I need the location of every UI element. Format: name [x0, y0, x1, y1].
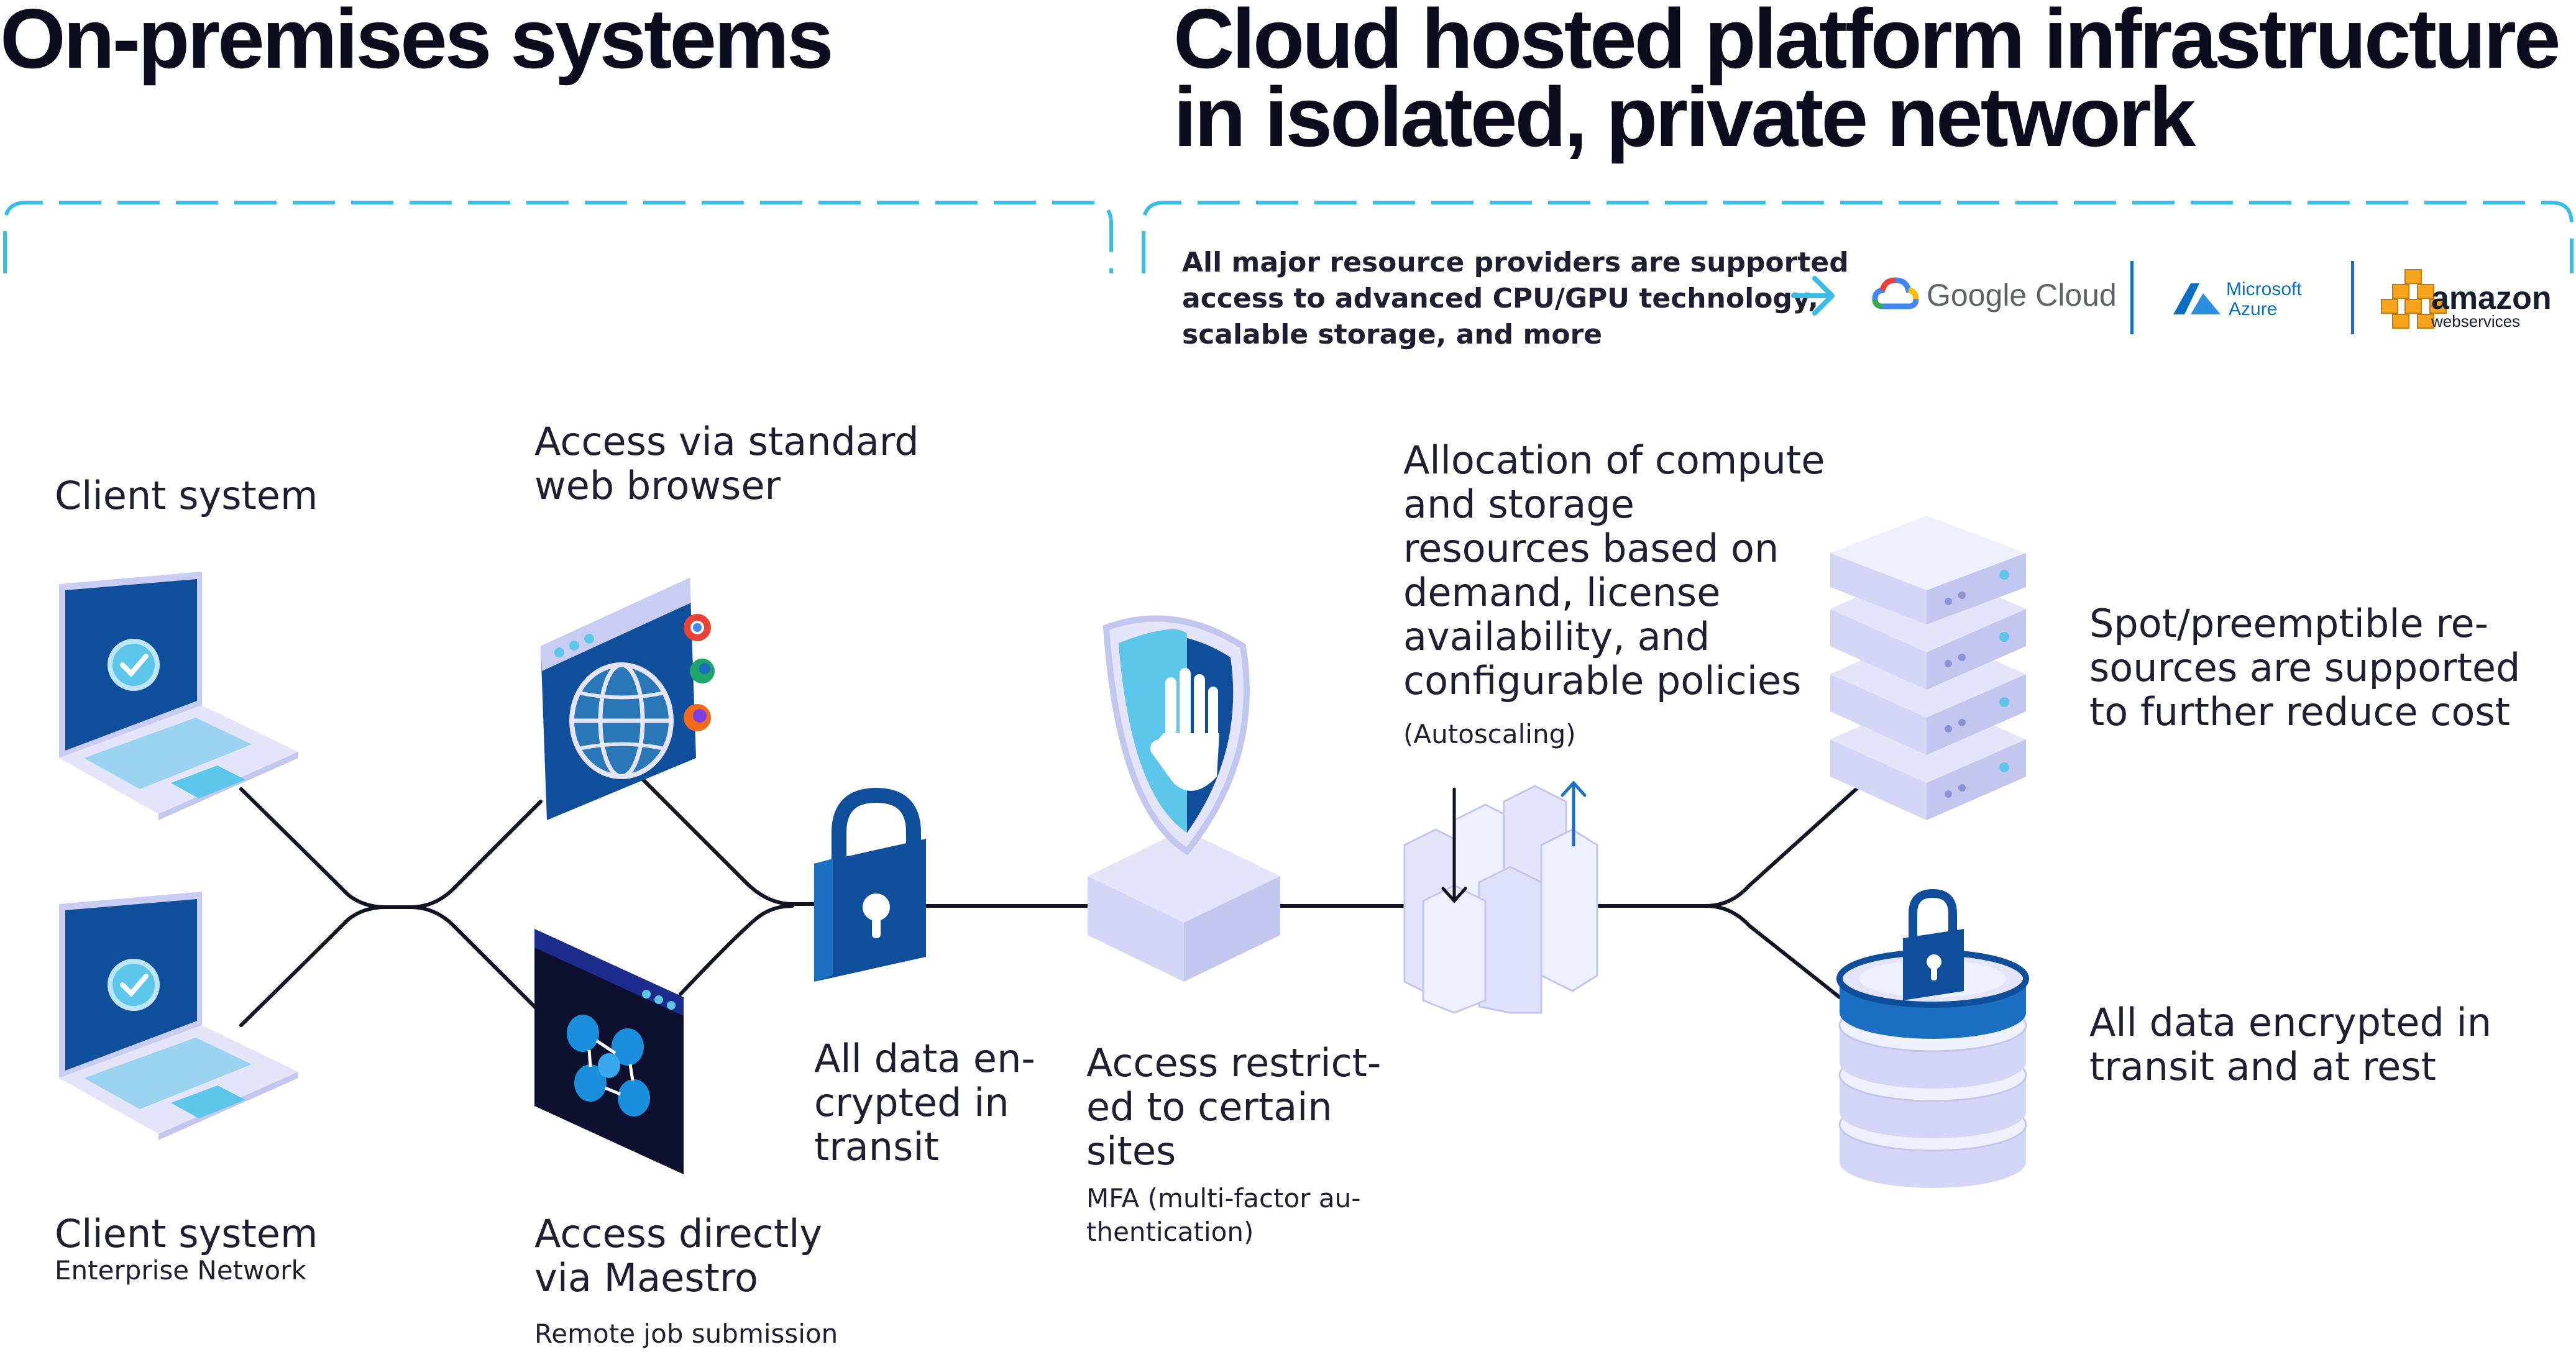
- restrict-line2: ed to certain: [1086, 1084, 1332, 1130]
- restrict-sub-line1: MFA (multi-factor au-: [1086, 1183, 1361, 1213]
- padlock-transit-icon: [814, 787, 926, 982]
- maestro-app-icon: [534, 929, 684, 1174]
- aws-sub-label: webservices: [2431, 312, 2521, 331]
- heading-on-premises: On-premises systems: [0, 0, 834, 86]
- hand-stop-icon: [1150, 668, 1219, 791]
- encrypted-database-icon: [1836, 889, 2029, 1188]
- bracket-left: [3, 201, 1113, 273]
- connector-maestro-out: [679, 904, 794, 996]
- autoscale-line4: demand, license: [1403, 570, 1721, 615]
- restrict-line3: sites: [1086, 1128, 1176, 1174]
- autoscaling-cubes-icon: [1403, 780, 1598, 1014]
- restrict-sub-line2: thentication): [1086, 1217, 1254, 1247]
- providers-note-line1: All major resource providers are support…: [1182, 247, 1849, 278]
- azure-label-line1: Microsoft: [2226, 279, 2302, 299]
- database-padlock-icon: [1903, 889, 1964, 1000]
- scale-down-arrow-icon: [1441, 787, 1467, 903]
- autoscale-line2: and storage: [1403, 482, 1634, 527]
- server-stack-icon: [1830, 516, 2026, 820]
- connector-to-maestro: [408, 905, 543, 1015]
- autoscale-line3: resources based on: [1403, 526, 1779, 571]
- spot-line1: Spot/preemptible re-: [2089, 601, 2488, 646]
- connector-browser-out: [632, 769, 822, 906]
- encrypt-rest-line1: All data encrypted in: [2089, 1000, 2492, 1045]
- providers-note-line3: scalable storage, and more: [1182, 319, 1603, 350]
- encrypt-transit-line3: transit: [814, 1124, 939, 1169]
- aws-label: amazon: [2431, 280, 2552, 316]
- browser-label-line1: Access via standard: [534, 419, 919, 464]
- laptop-bottom-icon: [59, 892, 298, 1140]
- spot-line2: sources are supported: [2089, 645, 2521, 690]
- provider-divider-2: [2351, 261, 2354, 334]
- connector-client-top: [239, 787, 412, 909]
- connector-to-database: [1704, 904, 1841, 999]
- restrict-line1: Access restrict-: [1086, 1040, 1382, 1085]
- browser-label-line2: web browser: [534, 463, 781, 508]
- connector-client-bottom: [239, 905, 387, 1027]
- autoscale-line5: availability, and: [1403, 614, 1710, 659]
- maestro-label-line2: via Maestro: [534, 1255, 758, 1300]
- maestro-network-icon: [567, 1015, 650, 1117]
- client-bottom-title: Client system: [55, 1211, 318, 1256]
- autoscale-line1: Allocation of compute: [1403, 437, 1825, 483]
- security-shield-icon: [1088, 615, 1280, 982]
- google-cloud-icon: [1872, 277, 1919, 309]
- heading-cloud-line1: Cloud hosted platform infrastructure: [1173, 0, 2561, 86]
- google-cloud-label: Google Cloud: [1927, 278, 2117, 313]
- autoscale-subtitle: (Autoscaling): [1403, 719, 1576, 749]
- azure-icon: [2173, 283, 2221, 314]
- encrypt-rest-line2: transit and at rest: [2089, 1044, 2436, 1089]
- laptop-top-icon: [59, 572, 298, 820]
- client-top-title: Client system: [55, 473, 318, 518]
- scale-up-arrow-icon: [1561, 780, 1587, 847]
- encrypt-transit-line1: All data en-: [814, 1036, 1035, 1081]
- maestro-subtitle: Remote job submission: [534, 1318, 838, 1349]
- heading-cloud-line2: in isolated, private network: [1173, 70, 2196, 164]
- autoscale-line6: configurable policies: [1403, 658, 1802, 703]
- maestro-label-line1: Access directly: [534, 1211, 823, 1256]
- arrow-right-icon: [1791, 276, 1835, 316]
- client-bottom-subtitle: Enterprise Network: [55, 1255, 306, 1286]
- aws-cubes-icon: [2381, 269, 2447, 329]
- spot-line3: to further reduce cost: [2089, 689, 2511, 734]
- azure-label-line2: Azure: [2229, 299, 2278, 319]
- connector-to-browser: [408, 800, 543, 909]
- bracket-right: [1142, 201, 2574, 273]
- providers-note-line2: access to advanced CPU/GPU technology,: [1182, 283, 1818, 314]
- web-browser-icon: [541, 578, 715, 820]
- encrypt-transit-line2: crypted in: [814, 1080, 1009, 1125]
- provider-divider-1: [2130, 261, 2134, 334]
